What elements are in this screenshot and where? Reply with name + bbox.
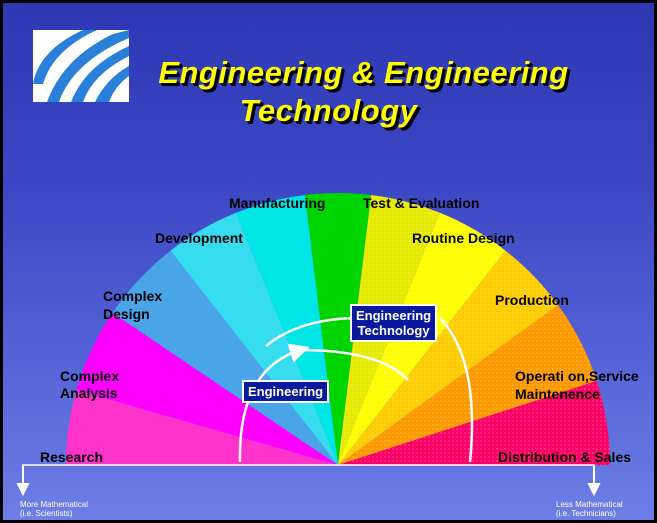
footer-left-line-1: More Mathematical xyxy=(20,500,89,509)
engineering-technology-box-line-2: Technology xyxy=(357,323,430,338)
label-distribution: Distribution & Sales xyxy=(498,449,632,465)
label-complex-analysis-2: Analysis xyxy=(60,385,118,401)
title-line-1: Engineering & Engineering xyxy=(158,55,569,90)
label-complex-analysis-1: Complex xyxy=(60,368,120,384)
wedge-research xyxy=(65,390,339,465)
footer-right: Less Mathematical (i.e. Technicians) xyxy=(556,500,623,518)
wedge-manufacturing xyxy=(304,192,372,465)
label-development: Development xyxy=(155,230,243,246)
label-complex-design-1: Complex xyxy=(103,288,163,304)
footer-right-line-1: Less Mathematical xyxy=(556,500,623,509)
footer-left-line-2: (i.e. Scientists) xyxy=(20,509,73,518)
engineering-technology-arc-2 xyxy=(439,317,474,463)
wedge-complex-design xyxy=(112,250,338,465)
label-operation-2: Maintenence xyxy=(515,386,600,402)
label-routine-design: Routine Design xyxy=(412,230,515,246)
engineering-technology-box-line-1: Engineering xyxy=(356,308,432,323)
wedge-texture-operation xyxy=(338,305,597,465)
label-research: Research xyxy=(40,449,104,465)
engineering-arc-2 xyxy=(299,348,409,381)
right-arrow-head xyxy=(587,483,601,497)
wedge-texture-distribution xyxy=(338,380,610,465)
engineering-technology-box: Engineering Technology xyxy=(350,304,438,342)
label-test-evaluation: Test & Evaluation xyxy=(363,195,480,211)
wedge-complex-analysis xyxy=(76,312,338,465)
label-manufacturing: Manufacturing xyxy=(229,195,326,211)
engineering-technology-arc xyxy=(265,316,361,347)
title-line-2: Technology xyxy=(239,93,418,128)
label-operation-1: Operati on,Service xyxy=(515,368,639,384)
left-arrow-head xyxy=(16,483,30,497)
label-production: Production xyxy=(495,292,569,308)
engineering-box-label: Engineering xyxy=(248,384,324,399)
footer-left: More Mathematical (i.e. Scientists) xyxy=(20,500,88,518)
wedge-texture-production xyxy=(338,250,559,465)
label-complex-design-2: Design xyxy=(103,306,150,322)
footer-right-line-2: (i.e. Technicians) xyxy=(556,509,616,518)
engineering-box: Engineering xyxy=(242,380,330,403)
